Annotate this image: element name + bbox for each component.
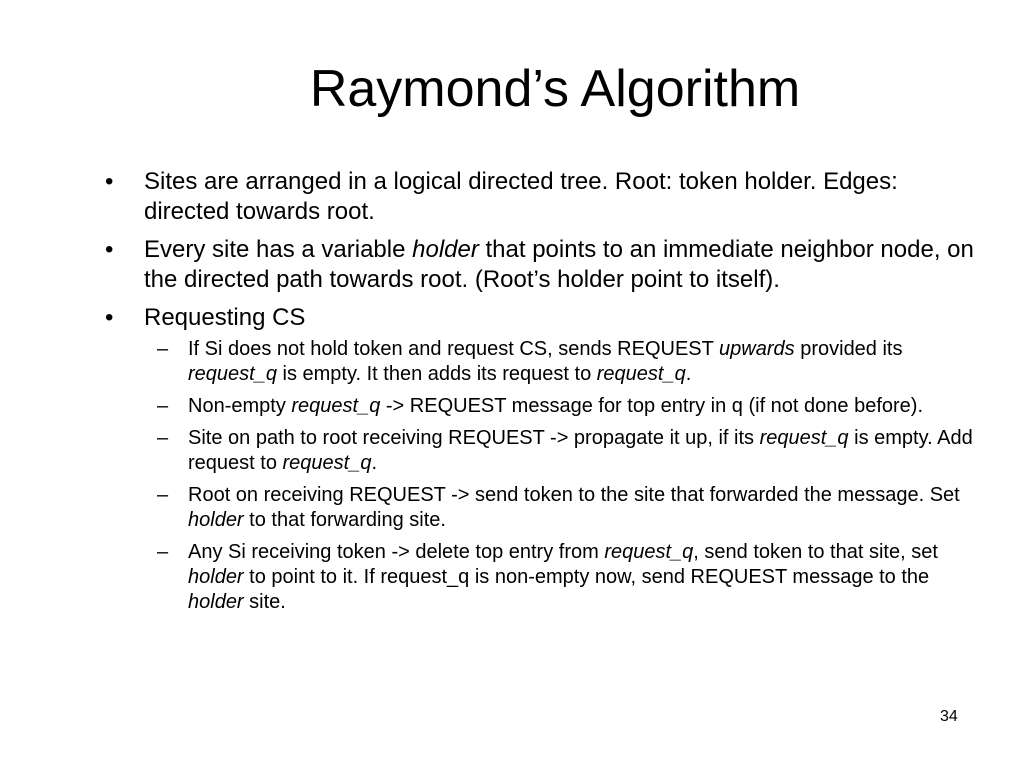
sub-bullet-emphasis: upwards: [719, 338, 795, 360]
slide-body: • Sites are arranged in a logical direct…: [100, 167, 980, 622]
bullet-text: Requesting CS: [144, 304, 306, 331]
sub-bullet-text: .: [685, 363, 692, 385]
bullet-item-tree: • Sites are arranged in a logical direct…: [100, 167, 980, 227]
slide-title: Raymond’s Algorithm: [309, 60, 801, 118]
sub-bullet-text: Root on receiving REQUEST -> send token …: [188, 484, 960, 506]
sub-bullet-item: – If Si does not hold token and request …: [100, 337, 980, 387]
page-number: 34: [940, 708, 958, 725]
dash-marker: –: [157, 541, 169, 563]
sub-bullet-text: to point to it. If request_q is non-empt…: [243, 566, 930, 588]
sub-bullet-text: site.: [243, 591, 286, 613]
sub-bullet-text: .: [371, 452, 378, 474]
sub-bullet-item: – Site on path to root receiving REQUEST…: [100, 426, 980, 476]
sub-bullet-emphasis: holder: [188, 566, 244, 588]
dash-marker: –: [157, 338, 169, 360]
sub-bullet-item: – Non-empty request_q -> REQUEST message…: [100, 394, 980, 419]
dash-marker: –: [157, 427, 169, 449]
sub-bullet-text: Non-empty: [188, 395, 292, 417]
bullet-marker: •: [105, 304, 114, 331]
sub-bullet-emphasis: holder: [188, 509, 244, 531]
sub-bullet-text: -> REQUEST message for top entry in q (i…: [380, 395, 924, 417]
bullet-text: Every site has a variable: [144, 236, 413, 263]
sub-bullet-text: provided its: [794, 338, 903, 360]
sub-bullet-text: is empty. Add request to: [188, 427, 973, 474]
bullet-marker: •: [105, 168, 114, 195]
sub-bullet-item: – Root on receiving REQUEST -> send toke…: [100, 483, 980, 533]
bullet-marker: •: [105, 236, 114, 263]
sub-bullet-emphasis: request_q: [604, 541, 694, 563]
sub-bullet-emphasis: request_q: [291, 395, 381, 417]
bullet-item-requesting-cs: • Requesting CS: [100, 303, 980, 333]
bullet-item-holder: • Every site has a variable holder that …: [100, 235, 980, 295]
sub-bullet-text: to that forwarding site.: [243, 509, 446, 531]
dash-marker: –: [157, 484, 169, 506]
sub-bullet-list: – If Si does not hold token and request …: [100, 337, 980, 615]
sub-bullet-emphasis: request_q: [282, 452, 372, 474]
bullet-text: that points to an immediate neighbor nod…: [144, 236, 974, 293]
sub-bullet-text: If Si does not hold token and request CS…: [188, 338, 720, 360]
bullet-text: Sites are arranged in a logical directed…: [144, 168, 898, 225]
sub-bullet-emphasis: request_q: [188, 363, 277, 385]
sub-bullet-item: – Any Si receiving token -> delete top e…: [100, 540, 980, 615]
sub-bullet-text: Any Si receiving token -> delete top ent…: [188, 541, 605, 563]
sub-bullet-text: , send token to that site, set: [693, 541, 938, 563]
bullet-text-emphasis: holder: [412, 236, 479, 263]
sub-bullet-text: Site on path to root receiving REQUEST -…: [188, 427, 760, 449]
sub-bullet-emphasis: holder: [188, 591, 244, 613]
sub-bullet-emphasis: request_q: [596, 363, 686, 385]
dash-marker: –: [157, 395, 169, 417]
sub-bullet-emphasis: request_q: [759, 427, 849, 449]
sub-bullet-text: is empty. It then adds its request to: [276, 363, 597, 385]
